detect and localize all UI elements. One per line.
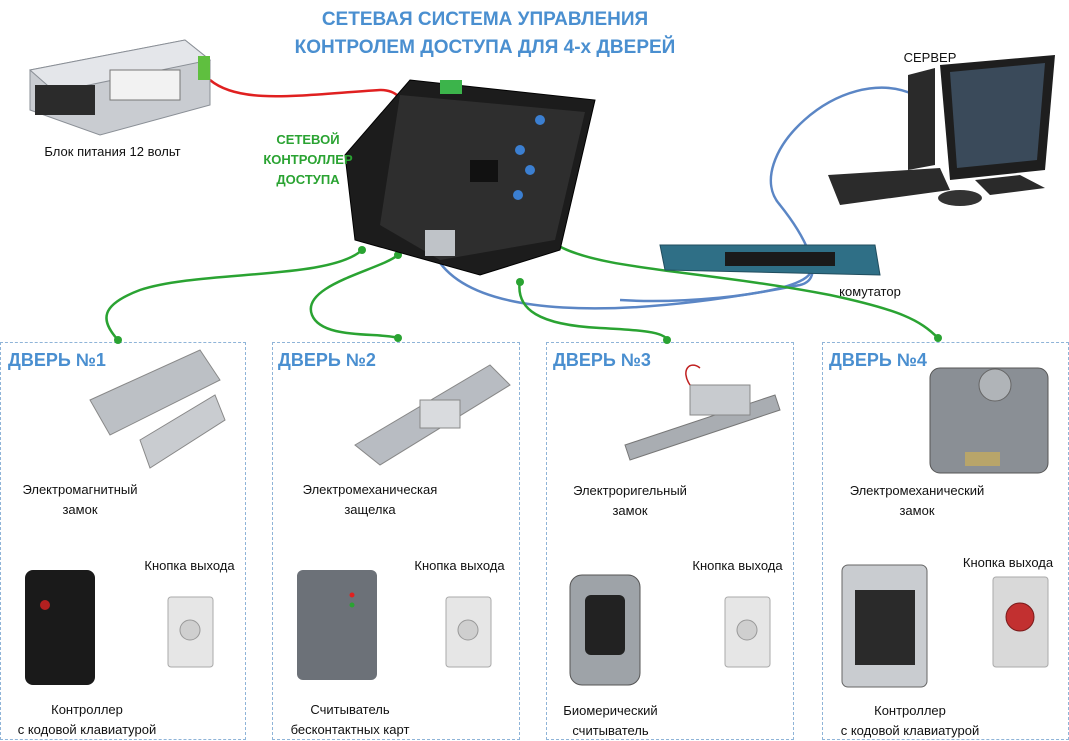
controller-label-line-2: КОНТРОЛЛЕР: [263, 152, 353, 167]
door-4-title: ДВЕРЬ №4: [829, 350, 927, 370]
door-2-reader-label-line-2: бесконтактных карт: [290, 722, 410, 737]
connector-dot: [394, 334, 402, 342]
door-4-keypad-controller-icon: [841, 564, 928, 688]
door-1-reader-label: Контроллер с кодовой клавиатурой: [2, 700, 172, 740]
door-4-exit-button-label: Кнопка выхода: [962, 555, 1054, 570]
door-1-magnetic-lock-icon: [89, 349, 226, 469]
door-2-title: ДВЕРЬ №2: [278, 350, 376, 370]
door-4-exit-button-icon: [992, 576, 1049, 668]
door-4-electromechanical-lock-icon: [929, 367, 1049, 474]
door-3-lock-label-line-2: замок: [612, 503, 648, 518]
connector-dot: [516, 278, 524, 286]
door-4-lock-label-line-2: замок: [899, 503, 935, 518]
connector-dot: [358, 246, 366, 254]
door-3-reader-label: Биомерический считыватель: [548, 701, 673, 741]
door-3-exit-button-icon: [724, 596, 771, 668]
title-line-2: КОНТРОЛЕМ ДОСТУПА ДЛЯ 4-х ДВЕРЕЙ: [294, 37, 676, 58]
door-1-wire: [105, 249, 363, 341]
door-4-reader-label: Контроллер с кодовой клавиатурой: [825, 701, 995, 741]
door-2-card-reader-icon: [297, 570, 377, 680]
door-3-title: ДВЕРЬ №3: [553, 350, 651, 370]
door-2-lock-label: Электромеханическая защелка: [285, 480, 455, 520]
switch-label: комутатор: [839, 284, 901, 299]
door-2-lock-label-line-2: защелка: [344, 502, 396, 517]
server-computer-icon: [828, 55, 1055, 206]
connector-dot: [934, 334, 942, 342]
controller-label-line-1: СЕТЕВОЙ: [276, 132, 340, 147]
power-supply-label: Блок питания 12 вольт: [44, 144, 181, 159]
door-2-reader-label-line-1: Считыватель: [310, 702, 390, 717]
door-1-keypad-controller-icon: [25, 570, 95, 685]
door-1-lock-label-line-2: замок: [62, 502, 98, 517]
door-3-reader-label-line-1: Биомерический: [563, 703, 658, 718]
door-4-wire: [556, 243, 939, 339]
door-4-lock-label: Электромеханический замок: [832, 481, 1002, 521]
server-label: СЕРВЕР: [903, 50, 957, 65]
connector-dot: [663, 336, 671, 344]
controller-board-icon: [344, 79, 596, 276]
door-3-lock-label: Электроригельный замок: [555, 481, 705, 521]
door-1-lock-label: Электромагнитный замок: [5, 480, 155, 520]
door-2-reader-label: Считыватель бесконтактных карт: [275, 700, 425, 740]
power-supply-icon: [28, 39, 212, 136]
title-line-1: СЕТЕВАЯ СИСТЕМА УПРАВЛЕНИЯ: [321, 9, 649, 30]
door-4-reader-label-line-1: Контроллер: [874, 703, 946, 718]
door-3-fingerprint-reader-icon: [569, 574, 641, 686]
door-2-exit-button-label: Кнопка выхода: [414, 558, 505, 573]
door-1-exit-button-icon: [167, 596, 214, 668]
door-2-wire: [309, 254, 399, 340]
door-1-reader-label-line-2: с кодовой клавиатурой: [17, 722, 157, 737]
door-3-exit-button-label: Кнопка выхода: [692, 558, 783, 573]
controller-label: СЕТЕВОЙ КОНТРОЛЛЕР ДОСТУПА: [252, 130, 364, 190]
door-3-bolt-lock-icon: [624, 364, 781, 461]
door-3-reader-label-line-2: считыватель: [572, 723, 649, 738]
door-1-title: ДВЕРЬ №1: [8, 350, 106, 370]
door-4-lock-label-line-1: Электромеханический: [849, 483, 985, 498]
door-2-electric-strike-icon: [354, 364, 511, 466]
door-1-lock-label-line-1: Электромагнитный: [22, 482, 138, 497]
network-switch-icon: [659, 244, 881, 276]
door-3-wire: [518, 279, 669, 341]
door-1-exit-button-label: Кнопка выхода: [144, 558, 235, 573]
door-2-lock-label-line-1: Электромеханическая: [302, 482, 438, 497]
door-4-reader-label-line-2: с кодовой клавиатурой: [840, 723, 980, 738]
door-1-reader-label-line-1: Контроллер: [51, 702, 123, 717]
door-3-lock-label-line-1: Электроригельный: [573, 483, 687, 498]
controller-label-line-3: ДОСТУПА: [276, 172, 340, 187]
door-2-exit-button-icon: [445, 596, 492, 668]
power-wire: [209, 79, 407, 111]
diagram-title: СЕТЕВАЯ СИСТЕМА УПРАВЛЕНИЯ КОНТРОЛЕМ ДОС…: [230, 6, 740, 62]
network-cable-switch: [619, 267, 812, 303]
connector-dot: [114, 336, 122, 344]
